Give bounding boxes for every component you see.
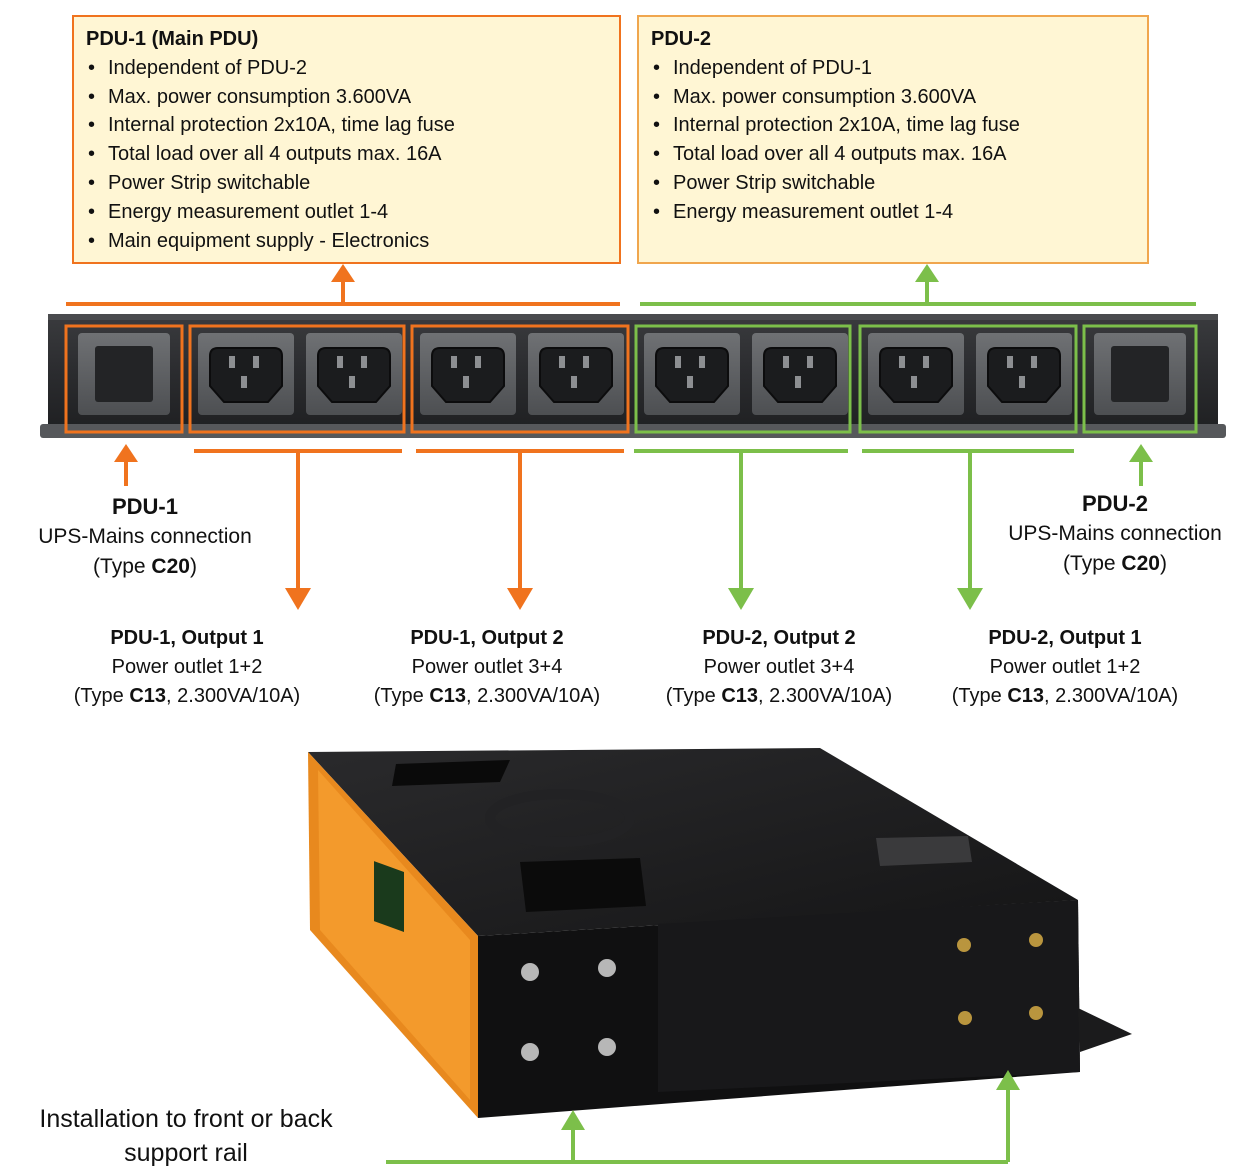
- pdu1-input-title: PDU-1: [111, 494, 178, 519]
- pdu1-input-type: (Type C20): [0, 552, 290, 582]
- output-title: PDU-1, Output 1: [110, 627, 264, 649]
- type-prefix: (Type: [73, 685, 130, 707]
- connector-type: C20: [151, 555, 190, 578]
- output-label-pdu1-out2: PDU-1, Output 2 Power outlet 3+4 (Type C…: [346, 624, 628, 711]
- pdu2-info-title: PDU-2: [651, 28, 712, 50]
- connector-type: C13: [721, 685, 759, 707]
- installation-label: Installation to front or back support ra…: [0, 1102, 372, 1170]
- c13-outlet: [198, 333, 294, 415]
- installation-line2: support rail: [124, 1139, 248, 1167]
- c13-outlet: [976, 333, 1072, 415]
- list-item: Power Strip switchable: [86, 169, 607, 198]
- output-label-pdu2-out2: PDU-2, Output 2 Power outlet 3+4 (Type C…: [638, 624, 920, 711]
- output-desc: Power outlet 1+2: [989, 656, 1141, 678]
- list-item: Total load over all 4 outputs max. 16A: [86, 140, 607, 169]
- down-arrow-icon: [285, 588, 311, 610]
- pdu1-bracket: [66, 264, 620, 306]
- pdu1-info-box: PDU-1 (Main PDU) Independent of PDU-2 Ma…: [72, 15, 621, 264]
- down-arrow-icon: [728, 588, 754, 610]
- up-arrow-icon: [915, 264, 939, 282]
- type-suffix: , 2.300VA/10A): [1044, 685, 1179, 707]
- c13-outlet: [528, 333, 624, 415]
- output-desc: Power outlet 1+2: [111, 656, 263, 678]
- list-item: Internal protection 2x10A, time lag fuse: [86, 111, 607, 140]
- installation-line1: Installation to front or back: [39, 1105, 333, 1133]
- connector-type: C13: [429, 685, 467, 707]
- type-prefix: (Type: [665, 685, 722, 707]
- connector-type: C20: [1121, 552, 1160, 575]
- list-item: Power Strip switchable: [651, 169, 1135, 198]
- pdu1-input-label: PDU-1 UPS-Mains connection (Type C20): [0, 492, 290, 582]
- down-arrow-icon: [507, 588, 533, 610]
- list-item: Total load over all 4 outputs max. 16A: [651, 140, 1135, 169]
- pdu1-input-desc: UPS-Mains connection: [38, 525, 252, 548]
- pdu2-input-label: PDU-2 UPS-Mains connection (Type C20): [974, 489, 1256, 579]
- pdu-product-image: [308, 748, 1132, 1118]
- output-type: (Type C13, 2.300VA/10A): [638, 682, 920, 711]
- output-label-pdu1-out1: PDU-1, Output 1 Power outlet 1+2 (Type C…: [46, 624, 328, 711]
- type-prefix: (Type: [93, 555, 152, 578]
- up-arrow-icon: [1129, 444, 1153, 462]
- connector-type: C13: [129, 685, 167, 707]
- output-type: (Type C13, 2.300VA/10A): [924, 682, 1206, 711]
- up-arrow-icon: [114, 444, 138, 462]
- type-suffix: , 2.300VA/10A): [466, 685, 601, 707]
- pdu2-input-type: (Type C20): [974, 549, 1256, 579]
- down-arrow-icon: [957, 588, 983, 610]
- pdu-front-panel: [40, 314, 1226, 438]
- pdu1-info-list: Independent of PDU-2 Max. power consumpt…: [86, 54, 607, 256]
- type-prefix: (Type: [951, 685, 1008, 707]
- connector-type: C13: [1007, 685, 1045, 707]
- c13-outlet: [306, 333, 402, 415]
- type-prefix: (Type: [373, 685, 430, 707]
- pdu2-input-desc: UPS-Mains connection: [1008, 522, 1222, 545]
- c13-outlet: [752, 333, 848, 415]
- output-title: PDU-1, Output 2: [410, 627, 564, 649]
- type-suffix: ): [189, 555, 197, 578]
- up-arrow-icon: [996, 1070, 1020, 1090]
- type-suffix: , 2.300VA/10A): [758, 685, 893, 707]
- output-type: (Type C13, 2.300VA/10A): [346, 682, 628, 711]
- output-desc: Power outlet 3+4: [703, 656, 855, 678]
- pdu2-info-box: PDU-2 Independent of PDU-1 Max. power co…: [637, 15, 1149, 264]
- pdu1-info-title: PDU-1 (Main PDU): [86, 28, 259, 50]
- c13-outlet: [420, 333, 516, 415]
- list-item: Independent of PDU-2: [86, 54, 607, 83]
- installation-arrows: [386, 1070, 1020, 1164]
- c13-outlet: [644, 333, 740, 415]
- output-brackets: [114, 444, 1153, 610]
- pdu2-input-title: PDU-2: [1081, 491, 1148, 516]
- output-label-pdu2-out1: PDU-2, Output 1 Power outlet 1+2 (Type C…: [924, 624, 1206, 711]
- output-title: PDU-2, Output 1: [988, 627, 1142, 649]
- output-type: (Type C13, 2.300VA/10A): [46, 682, 328, 711]
- list-item: Energy measurement outlet 1-4: [86, 198, 607, 227]
- pdu2-bracket: [640, 264, 1196, 306]
- list-item: Main equipment supply - Electronics: [86, 227, 607, 256]
- list-item: Energy measurement outlet 1-4: [651, 198, 1135, 227]
- up-arrow-icon: [561, 1110, 585, 1130]
- type-suffix: ): [1159, 552, 1167, 575]
- up-arrow-icon: [331, 264, 355, 282]
- pdu2-info-list: Independent of PDU-1 Max. power consumpt…: [651, 54, 1135, 227]
- type-suffix: , 2.300VA/10A): [166, 685, 301, 707]
- list-item: Max. power consumption 3.600VA: [86, 83, 607, 112]
- c13-outlet: [868, 333, 964, 415]
- list-item: Internal protection 2x10A, time lag fuse: [651, 111, 1135, 140]
- list-item: Max. power consumption 3.600VA: [651, 83, 1135, 112]
- output-desc: Power outlet 3+4: [411, 656, 563, 678]
- type-prefix: (Type: [1063, 552, 1122, 575]
- output-title: PDU-2, Output 2: [702, 627, 856, 649]
- list-item: Independent of PDU-1: [651, 54, 1135, 83]
